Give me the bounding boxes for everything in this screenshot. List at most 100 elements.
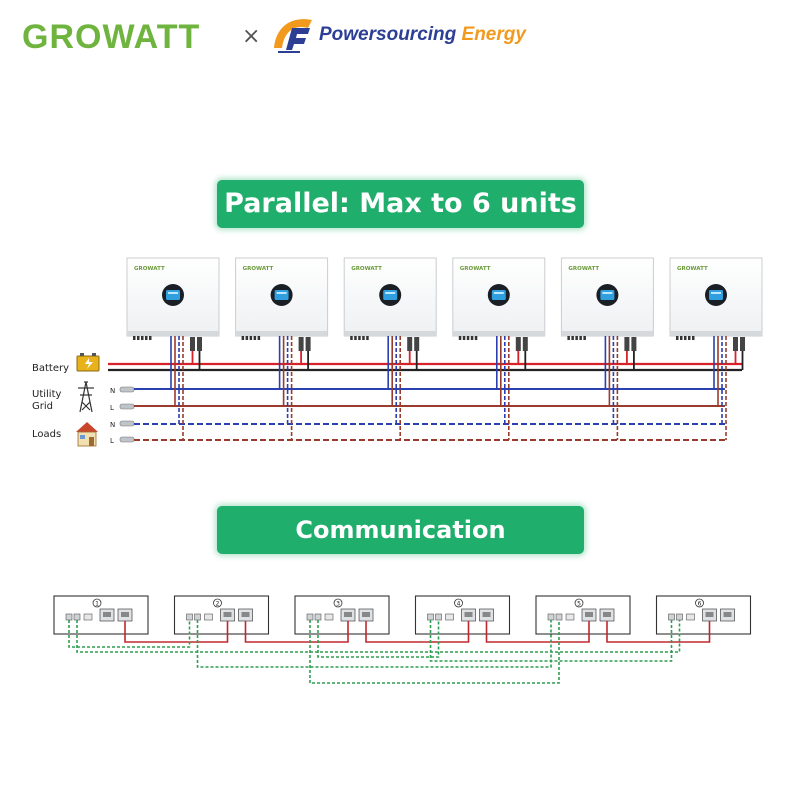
comm-terminal bbox=[445, 613, 454, 621]
utility-grid-label-line1: Utility bbox=[32, 389, 61, 400]
header: GROWATT × Powersourcing Energy bbox=[0, 0, 800, 80]
parallel-cable-red bbox=[124, 621, 229, 643]
comm-port bbox=[73, 613, 81, 621]
inverter-unit: GROWATT bbox=[669, 257, 763, 440]
battery-connector bbox=[197, 337, 202, 351]
comm-port bbox=[435, 613, 442, 621]
inverter-terminal-strip bbox=[127, 331, 219, 336]
comm-port bbox=[547, 613, 555, 621]
house-icon bbox=[76, 422, 98, 447]
unit-number-circle bbox=[213, 598, 222, 608]
comm-terminal bbox=[565, 613, 575, 621]
unit-number: 1 bbox=[95, 601, 99, 608]
unit-number-circle bbox=[333, 598, 343, 608]
inverter-terminal-strip bbox=[452, 331, 545, 336]
battery-connector bbox=[414, 337, 420, 351]
comm-port bbox=[676, 613, 683, 621]
battery-connector bbox=[733, 337, 738, 351]
communication-unit: 5 bbox=[535, 595, 631, 635]
inverter-brand-label: GROWATT bbox=[243, 266, 274, 272]
battery-connector bbox=[522, 337, 528, 351]
terminal-connectors bbox=[119, 386, 135, 443]
battery-connector bbox=[740, 337, 745, 351]
inverter-brand-label: GROWATT bbox=[568, 266, 599, 272]
grid-l-label: L bbox=[110, 404, 114, 412]
inverter-unit: GROWATT bbox=[343, 257, 437, 440]
comm-port bbox=[194, 613, 201, 621]
current-sharing-cable-green bbox=[309, 620, 560, 684]
partner-word-powersourcing: Powersourcing bbox=[319, 24, 457, 45]
inverter-brand-label: GROWATT bbox=[351, 266, 382, 272]
comm-port bbox=[306, 613, 314, 621]
parallel-cable-red bbox=[606, 621, 711, 643]
parallel-cable-red bbox=[485, 621, 590, 643]
inverter-unit: GROWATT bbox=[235, 257, 329, 440]
comm-terminal bbox=[324, 613, 334, 621]
inverter-lcd bbox=[600, 290, 615, 300]
utility-grid-label-line2: Grid bbox=[32, 401, 53, 412]
communication-unit: 2 bbox=[173, 595, 270, 635]
comm-port bbox=[427, 613, 434, 621]
battery-connector bbox=[407, 337, 413, 351]
unit-number-circle bbox=[574, 598, 584, 608]
comm-port bbox=[186, 613, 193, 621]
unit-number: 4 bbox=[457, 601, 461, 608]
battery-connector bbox=[298, 337, 304, 351]
comm-port bbox=[314, 613, 322, 621]
battery-label: Battery bbox=[32, 363, 69, 374]
comm-terminal bbox=[83, 613, 93, 621]
inverter-brand-label: GROWATT bbox=[134, 266, 165, 272]
inverter-brand-label: GROWATT bbox=[677, 266, 708, 272]
current-sharing-cable-green bbox=[429, 620, 673, 662]
inverter-unit: GROWATT bbox=[560, 257, 654, 440]
unit-number: 2 bbox=[216, 601, 220, 608]
inverter-unit: GROWATT bbox=[452, 257, 546, 440]
communication-links bbox=[68, 620, 711, 684]
current-sharing-cable-green bbox=[317, 620, 440, 658]
inverter-unit: GROWATT bbox=[126, 257, 220, 440]
inverter-terminal-strip bbox=[670, 331, 762, 336]
parallel-cable-red bbox=[365, 621, 470, 643]
parallel-banner: Parallel: Max to 6 units bbox=[217, 180, 584, 228]
loads-label: Loads bbox=[32, 429, 61, 440]
grid-n-label: N bbox=[110, 387, 115, 395]
battery-connector bbox=[190, 337, 195, 351]
battery-connector bbox=[631, 337, 637, 351]
unit-number-circle bbox=[92, 598, 102, 608]
inverter-terminal-strip bbox=[235, 331, 328, 336]
inverter-terminal-strip bbox=[344, 331, 437, 336]
communication-unit: 3 bbox=[294, 595, 390, 635]
communication-unit: 6 bbox=[655, 595, 752, 635]
current-sharing-cable-green bbox=[76, 620, 681, 653]
parallel-cable-red bbox=[244, 621, 349, 643]
communication-banner: Communication Connection bbox=[217, 506, 584, 592]
battery-connector bbox=[515, 337, 521, 351]
comm-terminal bbox=[686, 613, 695, 621]
times-separator: × bbox=[242, 24, 261, 49]
partner-word-energy: Energy bbox=[461, 24, 526, 45]
inverter-lcd bbox=[166, 290, 180, 300]
inverter-lcd bbox=[709, 290, 723, 300]
battery-icon bbox=[76, 353, 100, 372]
partner-brand-name: Powersourcing Energy bbox=[319, 24, 526, 46]
inverter-lcd bbox=[491, 290, 506, 300]
inverter-row: GROWATT GROWATT GROWATT GROWATT GROWATT GROWA… bbox=[126, 257, 763, 440]
unit-number: 3 bbox=[336, 601, 340, 608]
comm-port bbox=[555, 613, 563, 621]
utility-tower-icon bbox=[78, 381, 94, 413]
comm-port bbox=[65, 613, 73, 621]
unit-number-circle bbox=[695, 598, 704, 608]
powersourcing-logo-icon bbox=[274, 19, 312, 53]
load-n-label: N bbox=[110, 421, 115, 429]
growatt-logo: GROWATT bbox=[22, 18, 201, 56]
unit-number-circle bbox=[454, 598, 463, 608]
inverter-lcd bbox=[274, 290, 289, 300]
battery-connector bbox=[624, 337, 630, 351]
inverter-brand-label: GROWATT bbox=[460, 266, 491, 272]
comm-port bbox=[668, 613, 675, 621]
load-l-label: L bbox=[110, 437, 114, 445]
comm-terminal bbox=[204, 613, 213, 621]
battery-connector bbox=[305, 337, 311, 351]
